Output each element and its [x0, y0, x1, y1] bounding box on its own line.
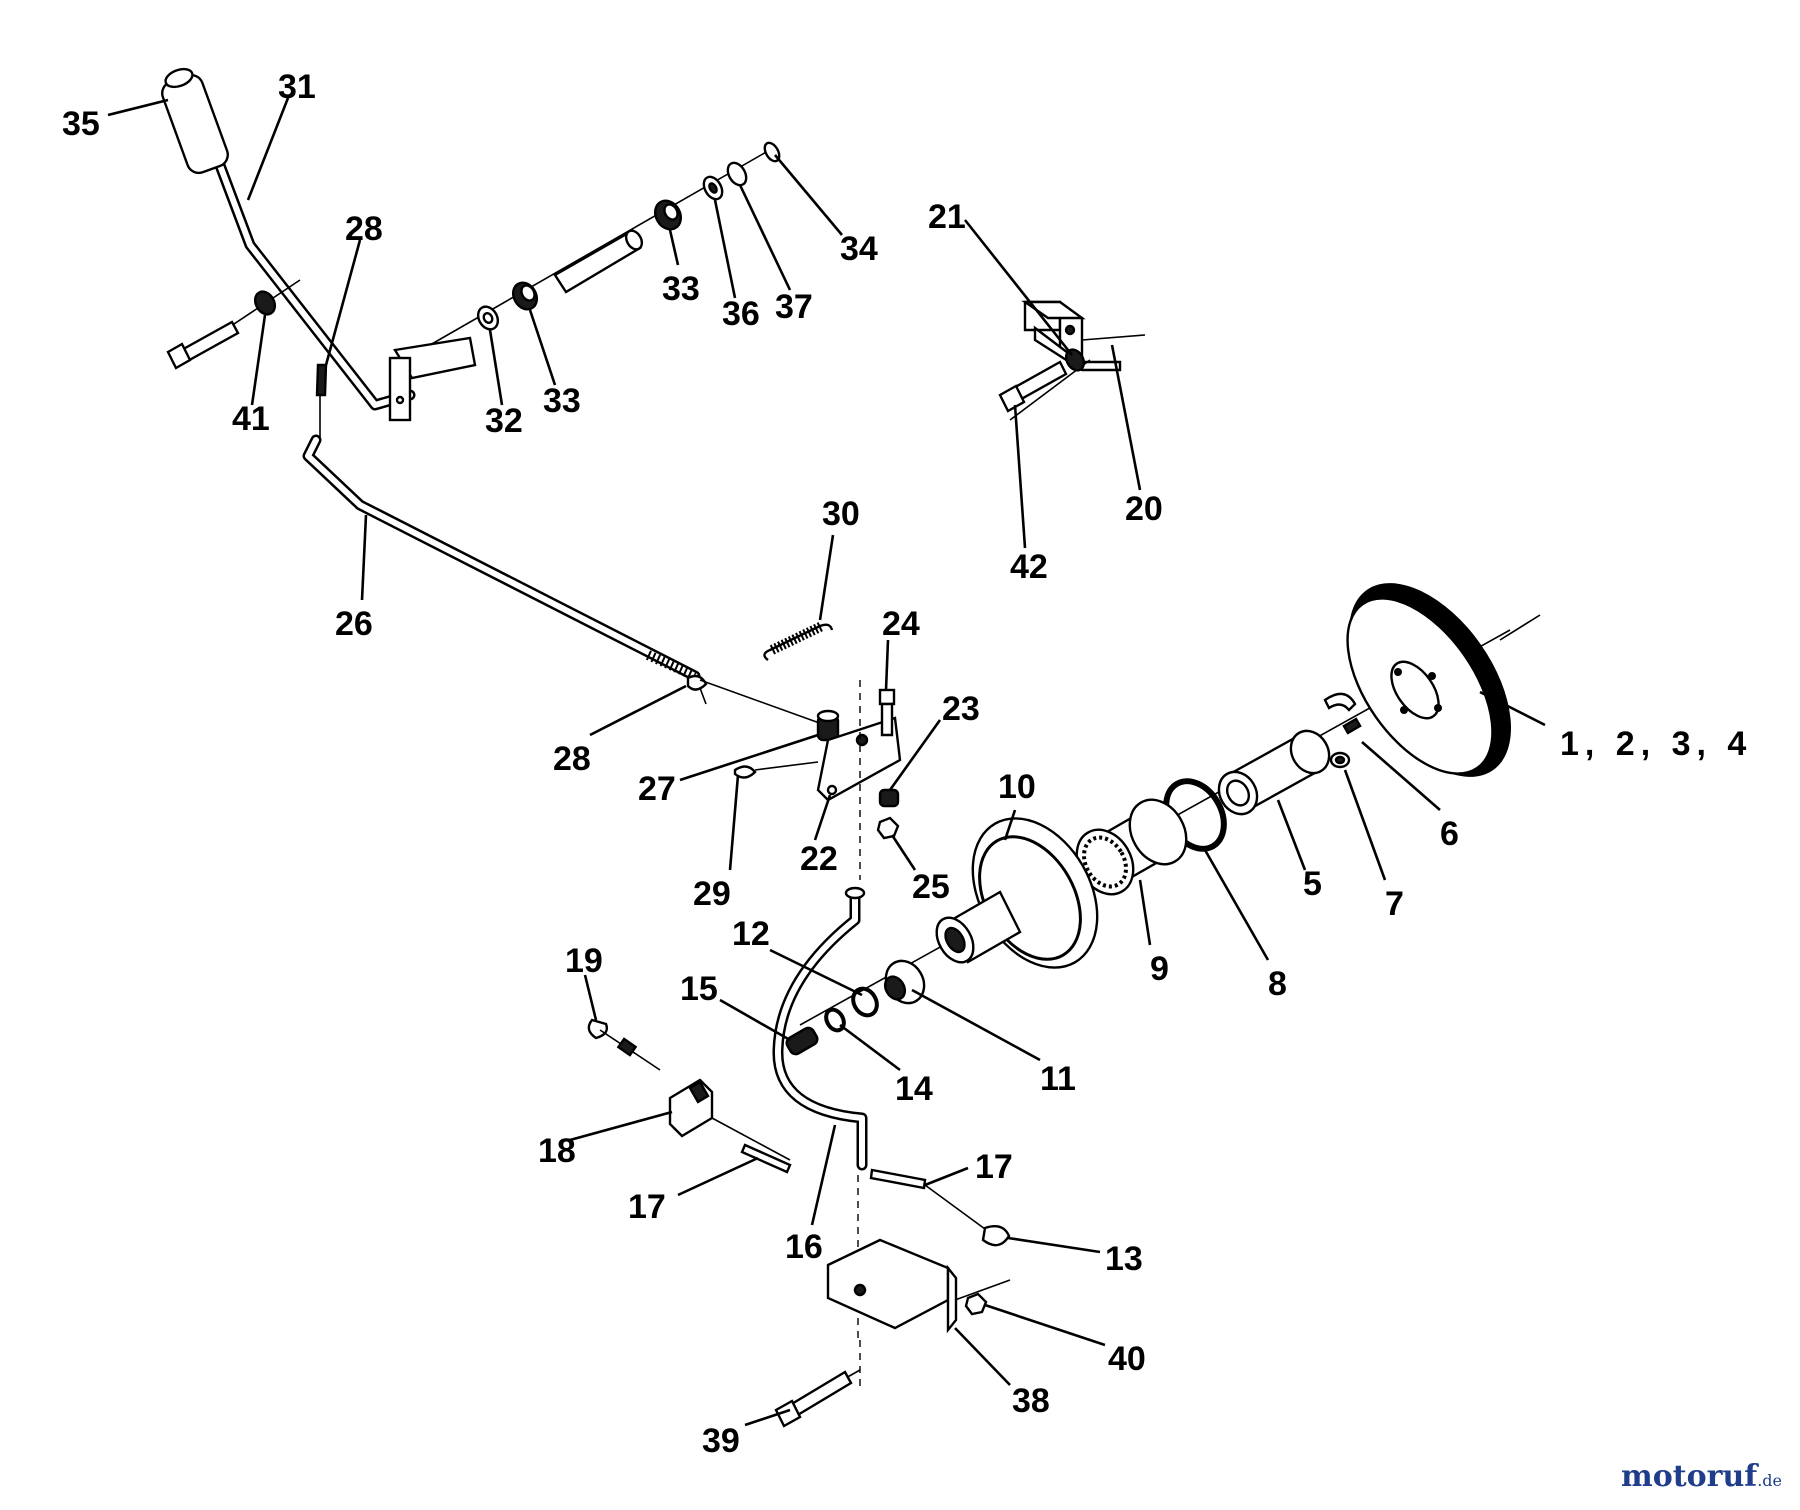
- bushing-33-left: [511, 281, 539, 311]
- label-19: 19: [565, 942, 603, 980]
- trunnion-27: [816, 709, 840, 742]
- label-25: 25: [912, 868, 950, 906]
- watermark-main: motoruf: [1621, 1459, 1758, 1494]
- nut-40: [964, 1292, 988, 1316]
- label-1-2-3-4: 1, 2, 3, 4: [1560, 725, 1752, 763]
- label-30: 30: [822, 495, 860, 533]
- label-36: 36: [722, 295, 760, 333]
- label-10: 10: [998, 768, 1036, 806]
- label-33-left: 33: [543, 382, 581, 420]
- watermark-tld: .de: [1757, 1471, 1782, 1490]
- lever-bracket: [388, 336, 477, 422]
- label-27: 27: [638, 770, 676, 808]
- cotter-pin-28-upper: [315, 363, 328, 397]
- lever-grip-35: [161, 67, 229, 175]
- cotter-pin-29: [733, 761, 819, 779]
- clevis-18: [668, 1078, 714, 1138]
- label-13: 13: [1105, 1240, 1143, 1278]
- label-29: 29: [693, 875, 731, 913]
- label-32: 32: [485, 402, 523, 440]
- hairpin-13: [981, 1225, 1011, 1247]
- label-26: 26: [335, 605, 373, 643]
- label-22: 22: [800, 840, 838, 878]
- label-16: 16: [785, 1228, 823, 1266]
- spring-30: [763, 621, 834, 661]
- bearing-9: [1075, 798, 1188, 896]
- label-8: 8: [1268, 965, 1287, 1003]
- label-42: 42: [1010, 548, 1048, 586]
- label-39: 39: [702, 1422, 740, 1460]
- leader-lines: [107, 97, 1546, 1427]
- watermark-logo: motoruf.de: [1621, 1459, 1782, 1494]
- label-6: 6: [1440, 815, 1459, 853]
- nut-25: [876, 816, 900, 840]
- label-7: 7: [1385, 885, 1404, 923]
- pin-17-left: [740, 1143, 792, 1174]
- clutch-pedal-16: [772, 886, 868, 1171]
- label-33-right: 33: [662, 270, 700, 308]
- washer-32: [476, 305, 500, 331]
- spacer-23: [878, 788, 900, 808]
- label-34: 34: [840, 230, 878, 268]
- label-17-right: 17: [975, 1148, 1013, 1186]
- label-37: 37: [775, 288, 813, 326]
- label-28-lower: 28: [553, 740, 591, 778]
- bolt-42: [998, 360, 1068, 413]
- hub-5: [1217, 729, 1331, 816]
- bellcrank-22: [816, 716, 902, 802]
- bearing-11: [883, 959, 926, 1005]
- label-9: 9: [1150, 950, 1169, 988]
- bracket-38: [826, 1238, 958, 1334]
- washer-37: [726, 161, 748, 187]
- label-28-upper: 28: [345, 210, 383, 248]
- bushing-15: [785, 1026, 819, 1056]
- clutch-drum-10: [935, 817, 1099, 969]
- label-17-left: 17: [628, 1188, 666, 1226]
- label-11: 11: [1040, 1060, 1076, 1098]
- clip-6: [1323, 692, 1362, 735]
- label-24: 24: [882, 605, 920, 643]
- pulley-1-2-3-4: [1346, 583, 1511, 777]
- cotter-pin-28-lower: [686, 674, 708, 705]
- part-labels: 35 31 28 41 32 33 33 36 37 34 21 20 42 2…: [62, 68, 1752, 1460]
- label-31: 31: [278, 68, 316, 106]
- label-15: 15: [680, 970, 718, 1008]
- bushing-33-right: [653, 199, 683, 231]
- washer-14: [824, 1007, 846, 1033]
- bolt-39: [774, 1370, 853, 1428]
- label-14: 14: [895, 1070, 933, 1108]
- shift-lever-31: [212, 154, 416, 411]
- label-20: 20: [1125, 490, 1163, 528]
- bolt-41: [166, 290, 277, 370]
- control-rod-26: [302, 434, 701, 682]
- bolt-24: [878, 688, 896, 737]
- label-41: 41: [232, 400, 270, 438]
- label-12: 12: [732, 915, 770, 953]
- label-40: 40: [1108, 1340, 1146, 1378]
- label-35: 35: [62, 105, 100, 143]
- label-38: 38: [1012, 1382, 1050, 1420]
- washer-36: [702, 175, 724, 201]
- label-5: 5: [1303, 865, 1322, 903]
- pivot-pin: [553, 229, 644, 294]
- label-18: 18: [538, 1132, 576, 1170]
- label-21: 21: [928, 198, 966, 236]
- setscrew-7: [1329, 751, 1351, 769]
- washer-12: [851, 986, 879, 1018]
- clevis-pin-19: [587, 1018, 661, 1071]
- label-23: 23: [942, 690, 980, 728]
- pin-17-right: [869, 1168, 927, 1190]
